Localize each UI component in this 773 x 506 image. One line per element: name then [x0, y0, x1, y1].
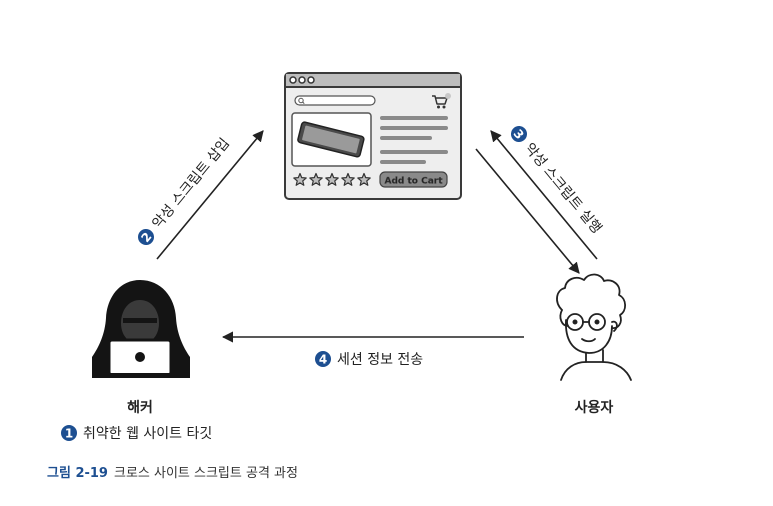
star-icon	[357, 172, 371, 186]
star-icon	[325, 172, 339, 186]
star-icon	[309, 172, 323, 186]
step2-number-badge	[138, 229, 154, 245]
step4-label: 4 세션 정보 전송	[315, 351, 423, 368]
step4-number: 4	[319, 353, 327, 367]
user-icon	[556, 273, 632, 381]
step1-text: 취약한 웹 사이트 타깃	[83, 426, 212, 442]
figure-number: 그림 2-19	[47, 466, 108, 481]
hacker-label: 해커	[127, 400, 153, 416]
step3-label: 3 악성 스크립트 실행	[511, 126, 605, 237]
hacker-icon	[92, 280, 190, 378]
search-bar	[294, 95, 376, 106]
figure-caption-text: 크로스 사이트 스크립트 공격 과정	[113, 466, 298, 481]
browser-window: Add to Cart	[284, 72, 462, 200]
step1-number-badge	[61, 425, 77, 441]
figure-caption: 그림 2-19 크로스 사이트 스크립트 공격 과정	[47, 462, 298, 481]
user-label: 사용자	[575, 400, 614, 416]
star-icon	[341, 172, 355, 186]
step1-number: 1	[65, 427, 73, 441]
star-icon	[293, 172, 307, 186]
smartphone-icon	[297, 121, 365, 158]
arrow-inject	[156, 130, 264, 260]
step2-label: 2 악성 스크립트 삽입	[138, 135, 233, 245]
step1-label: 1 취약한 웹 사이트 타깃	[61, 425, 212, 442]
arrow-execute-up	[490, 130, 598, 260]
arrow-execute-down	[475, 148, 580, 274]
rating-stars	[293, 172, 371, 186]
window-buttons-icon	[289, 76, 315, 84]
product-image	[291, 112, 372, 167]
product-description-lines	[380, 116, 448, 164]
cart-icon	[432, 93, 451, 109]
step4-text: 세션 정보 전송	[337, 352, 423, 368]
step4-number-badge	[315, 351, 331, 367]
step3-number-badge	[511, 126, 527, 142]
step3-text: 악성 스크립트 실행	[521, 140, 605, 237]
add-to-cart-label: Add to Cart	[384, 177, 443, 187]
add-to-cart-button[interactable]: Add to Cart	[379, 171, 448, 188]
